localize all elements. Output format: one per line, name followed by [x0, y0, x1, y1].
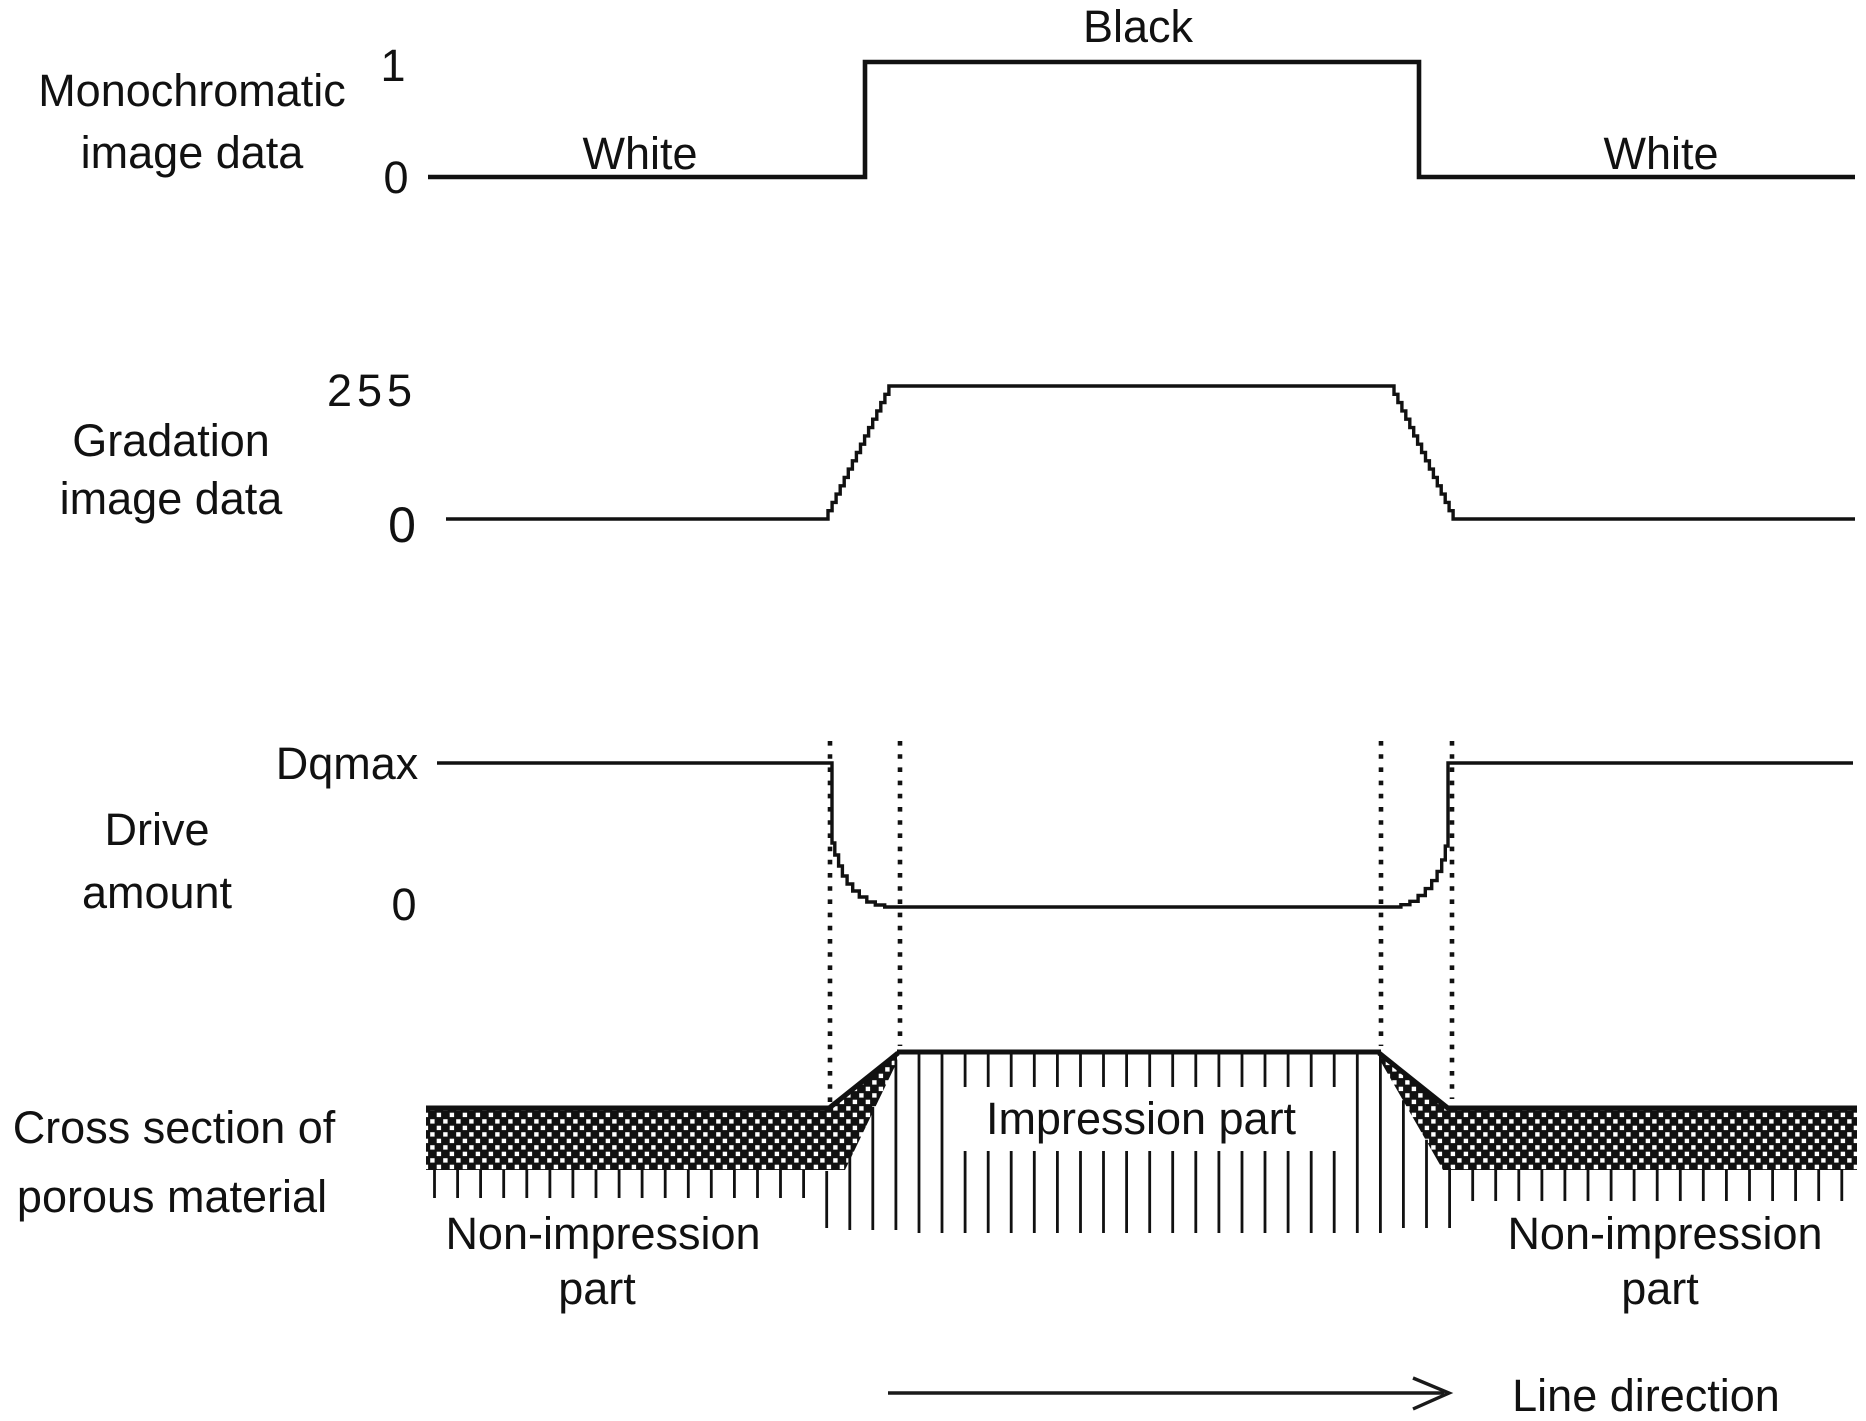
svg-text:Dqmax: Dqmax [276, 738, 419, 789]
svg-text:image data: image data [81, 127, 305, 178]
svg-text:White: White [1603, 128, 1718, 179]
svg-text:part: part [558, 1263, 636, 1314]
svg-text:Line direction: Line direction [1512, 1370, 1780, 1421]
svg-text:image data: image data [60, 473, 284, 524]
svg-text:Drive: Drive [104, 804, 209, 855]
svg-text:Non-impression: Non-impression [1507, 1208, 1822, 1259]
svg-text:255: 255 [327, 365, 417, 416]
svg-text:Impression part: Impression part [986, 1093, 1297, 1144]
svg-text:0: 0 [391, 879, 416, 930]
svg-text:0: 0 [383, 152, 408, 203]
svg-text:Non-impression: Non-impression [445, 1208, 760, 1259]
svg-text:part: part [1621, 1263, 1699, 1314]
svg-text:amount: amount [82, 867, 233, 918]
svg-text:Monochromatic: Monochromatic [38, 65, 346, 116]
svg-text:0: 0 [388, 497, 416, 553]
svg-text:White: White [582, 128, 697, 179]
svg-text:Black: Black [1083, 1, 1194, 52]
svg-text:porous material: porous material [17, 1171, 327, 1222]
svg-text:Cross section of: Cross section of [13, 1102, 336, 1153]
svg-text:1: 1 [380, 40, 405, 91]
svg-text:Gradation: Gradation [72, 415, 270, 466]
